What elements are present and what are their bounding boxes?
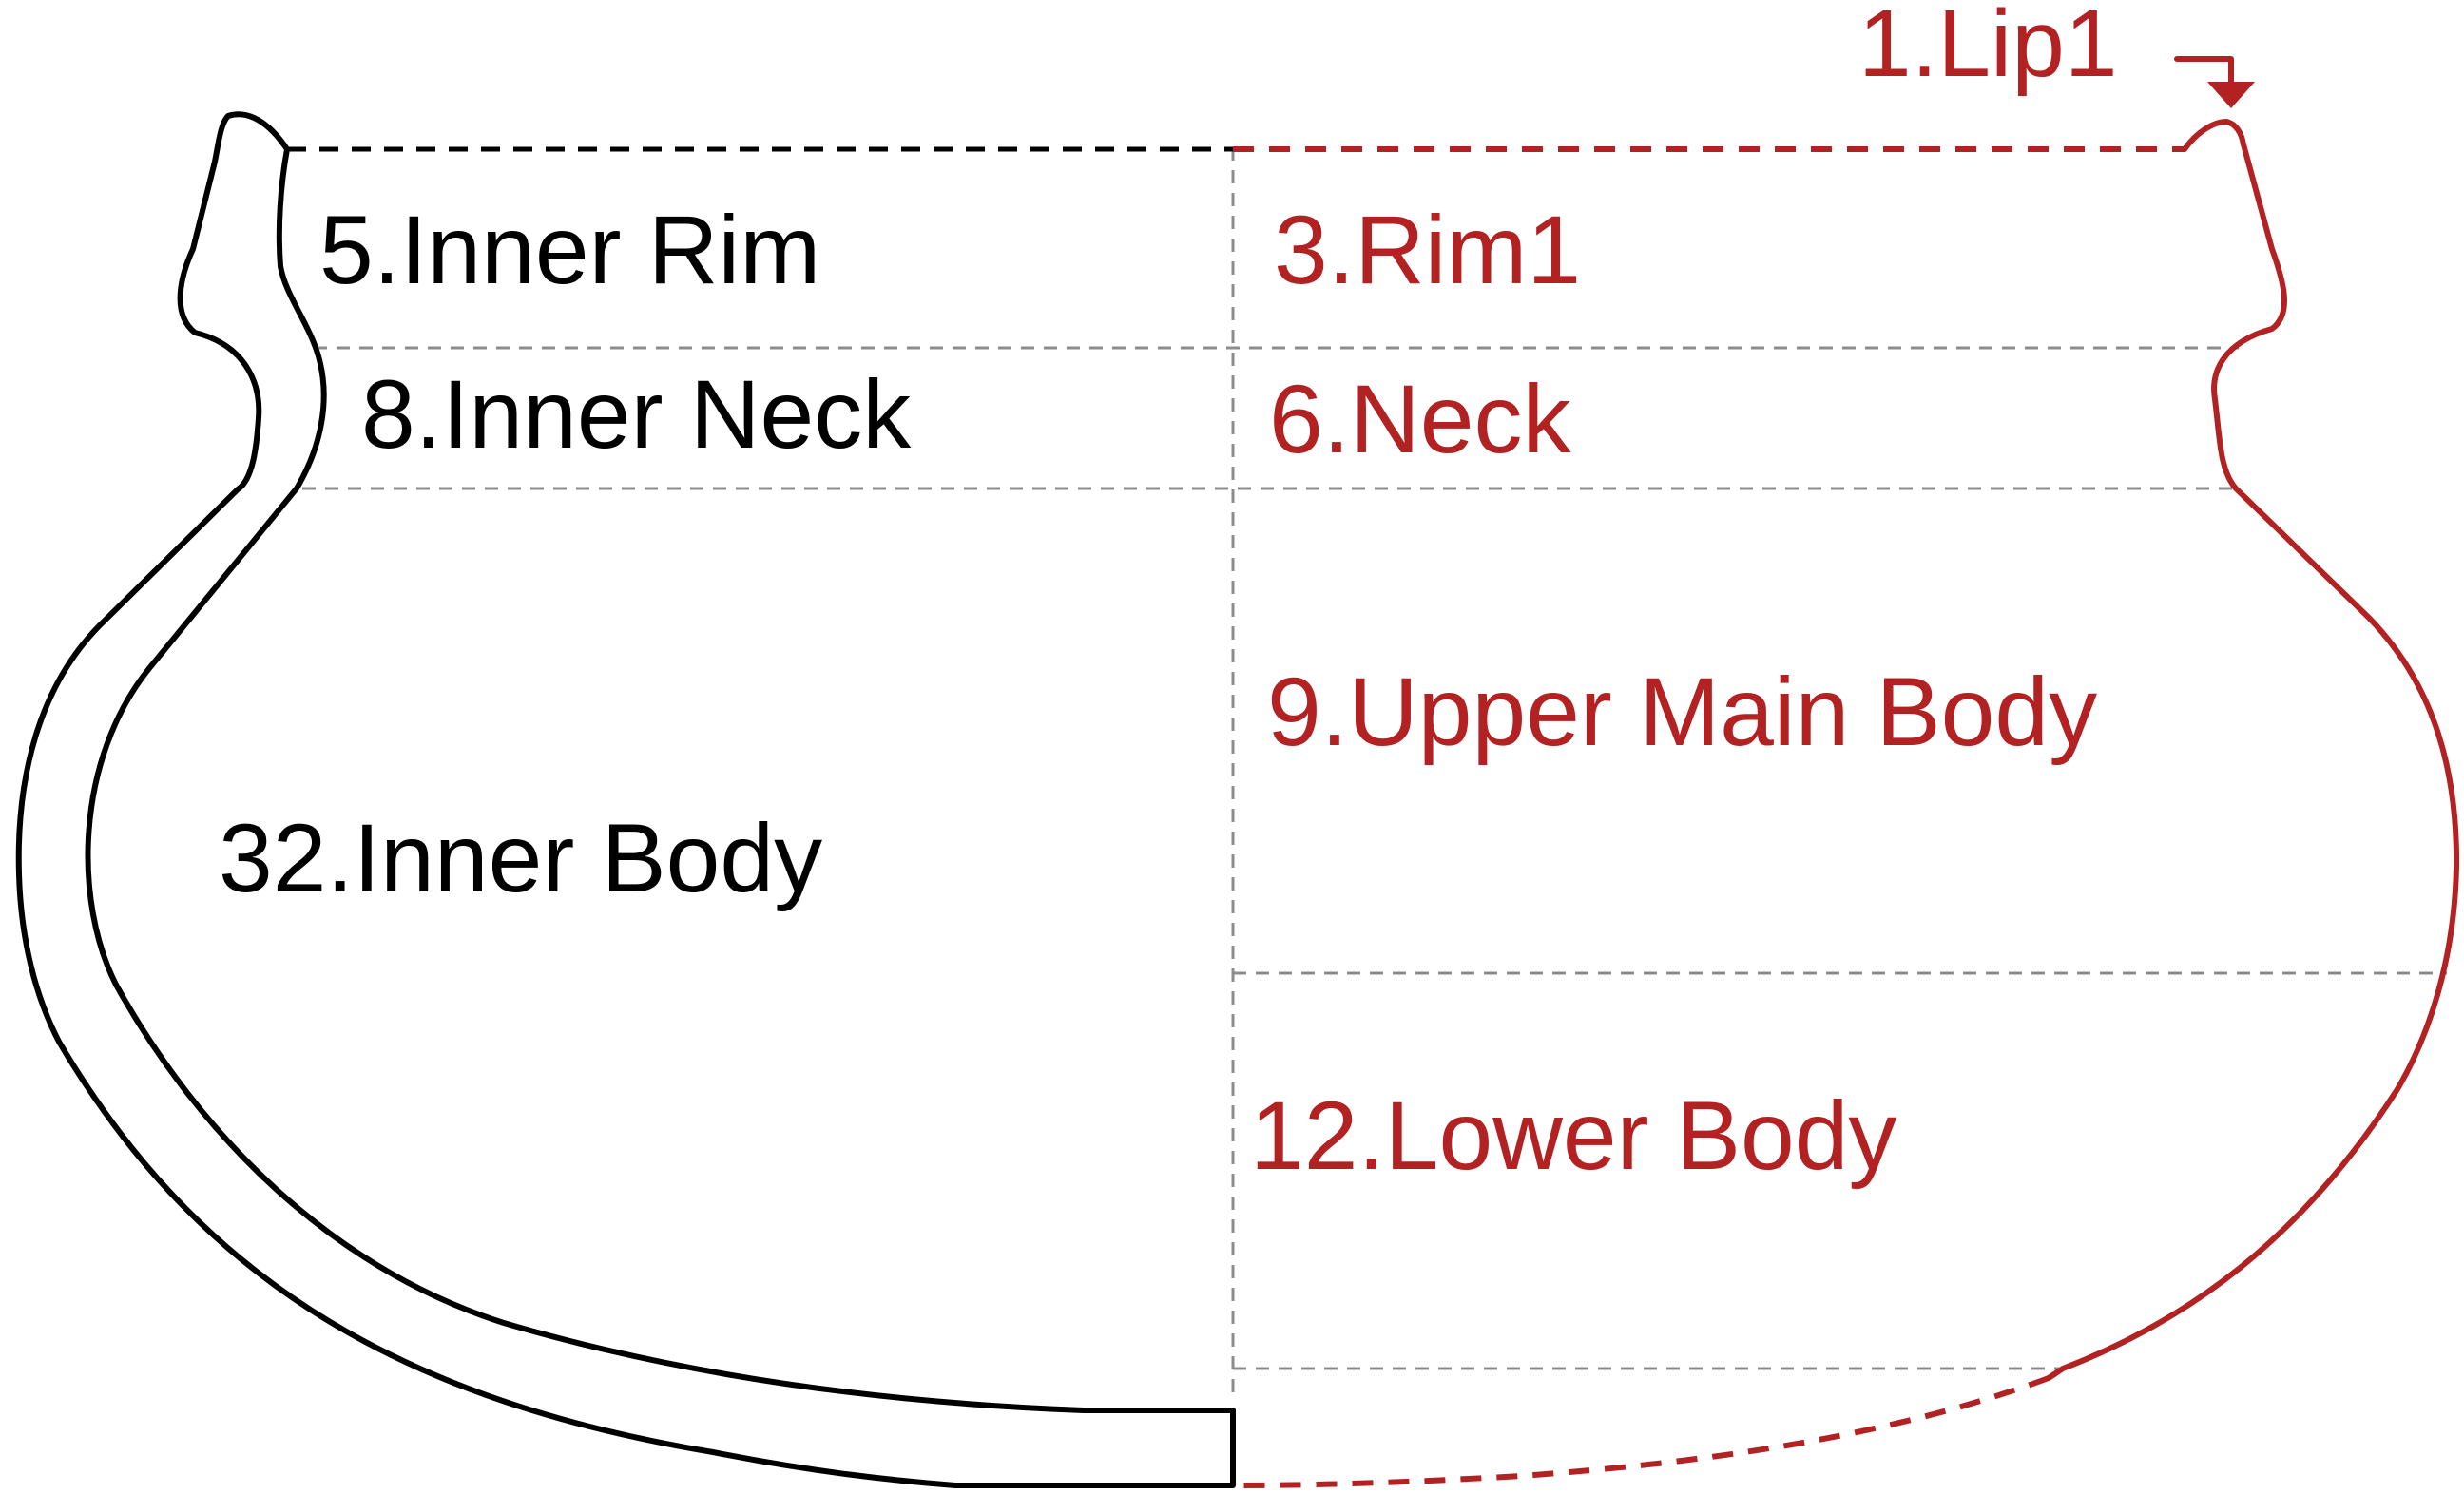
outer-base-dashed [1232, 1375, 2050, 1488]
label-lip: 1.Lip1 [1858, 0, 2117, 97]
outer-profile-line [2046, 119, 2460, 1381]
zone-dividers [302, 147, 2447, 1397]
label-inner-neck: 8.Inner Neck [361, 360, 912, 469]
label-lower-body: 12.Lower Body [1250, 1082, 1896, 1190]
lip-pointer-arrow [2174, 56, 2255, 108]
label-inner-body: 32.Inner Body [219, 804, 822, 912]
label-inner-rim: 5.Inner Rim [319, 196, 820, 304]
label-upper-main-body: 9.Upper Main Body [1267, 658, 2097, 766]
label-rim: 3.Rim1 [1274, 196, 1581, 304]
label-neck: 6.Neck [1269, 365, 1571, 473]
inner-wall-section [15, 111, 1236, 1488]
